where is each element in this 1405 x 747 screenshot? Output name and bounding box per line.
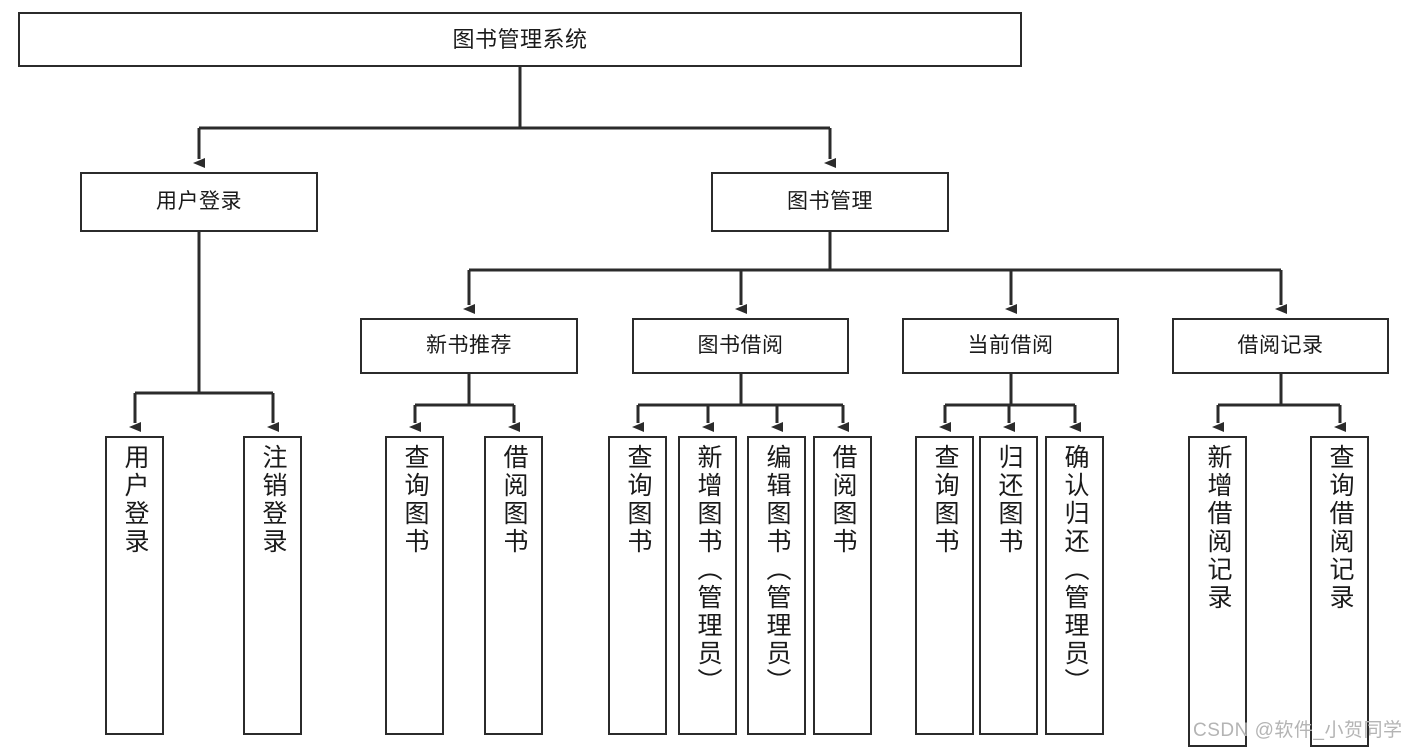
node-label: 用户登录 [121, 444, 149, 556]
csdn-watermark: CSDN @软件_小贺同学 [1193, 720, 1403, 741]
node-label: 借阅图书 [500, 444, 528, 556]
node-label: 图书管理系统 [452, 26, 588, 52]
node-leaf-bw-add[interactable]: 新增图书（管理员） [678, 436, 737, 735]
node-leaf-new-borrow[interactable]: 借阅图书 [484, 436, 543, 735]
node-label: 图书借阅 [697, 333, 784, 357]
node-label: 编辑图书（管理员） [763, 444, 791, 696]
node-leaf-rec-query[interactable]: 查询借阅记录 [1310, 436, 1369, 747]
node-leaf-bw-edit[interactable]: 编辑图书（管理员） [747, 436, 806, 735]
node-bookmgmt[interactable]: 图书管理 [711, 172, 949, 232]
node-label: 查询借阅记录 [1326, 444, 1354, 612]
node-label: 新增图书（管理员） [694, 444, 722, 696]
node-leaf-bw-query[interactable]: 查询图书 [608, 436, 667, 735]
node-leaf-cur-query[interactable]: 查询图书 [915, 436, 974, 735]
node-records[interactable]: 借阅记录 [1172, 318, 1389, 374]
node-label: 借阅图书 [829, 444, 857, 556]
node-leaf-new-query[interactable]: 查询图书 [385, 436, 444, 735]
node-label: 借阅记录 [1237, 333, 1324, 357]
node-newbook[interactable]: 新书推荐 [360, 318, 578, 374]
node-leaf-cur-confirm[interactable]: 确认归还（管理员） [1045, 436, 1104, 735]
node-leaf-cur-return[interactable]: 归还图书 [979, 436, 1038, 735]
node-label: 图书管理 [787, 189, 873, 213]
node-label: 新书推荐 [426, 333, 512, 357]
node-label: 注销登录 [259, 444, 287, 556]
node-label: 归还图书 [995, 444, 1023, 556]
node-label: 确认归还（管理员） [1061, 444, 1089, 696]
node-label: 查询图书 [931, 444, 959, 556]
node-label: 查询图书 [624, 444, 652, 556]
node-leaf-user-logout[interactable]: 注销登录 [243, 436, 302, 735]
node-leaf-bw-borrow[interactable]: 借阅图书 [813, 436, 872, 735]
node-leaf-rec-add[interactable]: 新增借阅记录 [1188, 436, 1247, 747]
node-login[interactable]: 用户登录 [80, 172, 318, 232]
node-leaf-user-login[interactable]: 用户登录 [105, 436, 164, 735]
node-root[interactable]: 图书管理系统 [18, 12, 1022, 67]
node-current[interactable]: 当前借阅 [902, 318, 1119, 374]
node-label: 新增借阅记录 [1204, 444, 1232, 612]
node-label: 查询图书 [401, 444, 429, 556]
node-label: 当前借阅 [967, 333, 1054, 357]
node-borrow[interactable]: 图书借阅 [632, 318, 849, 374]
node-label: 用户登录 [156, 189, 242, 213]
